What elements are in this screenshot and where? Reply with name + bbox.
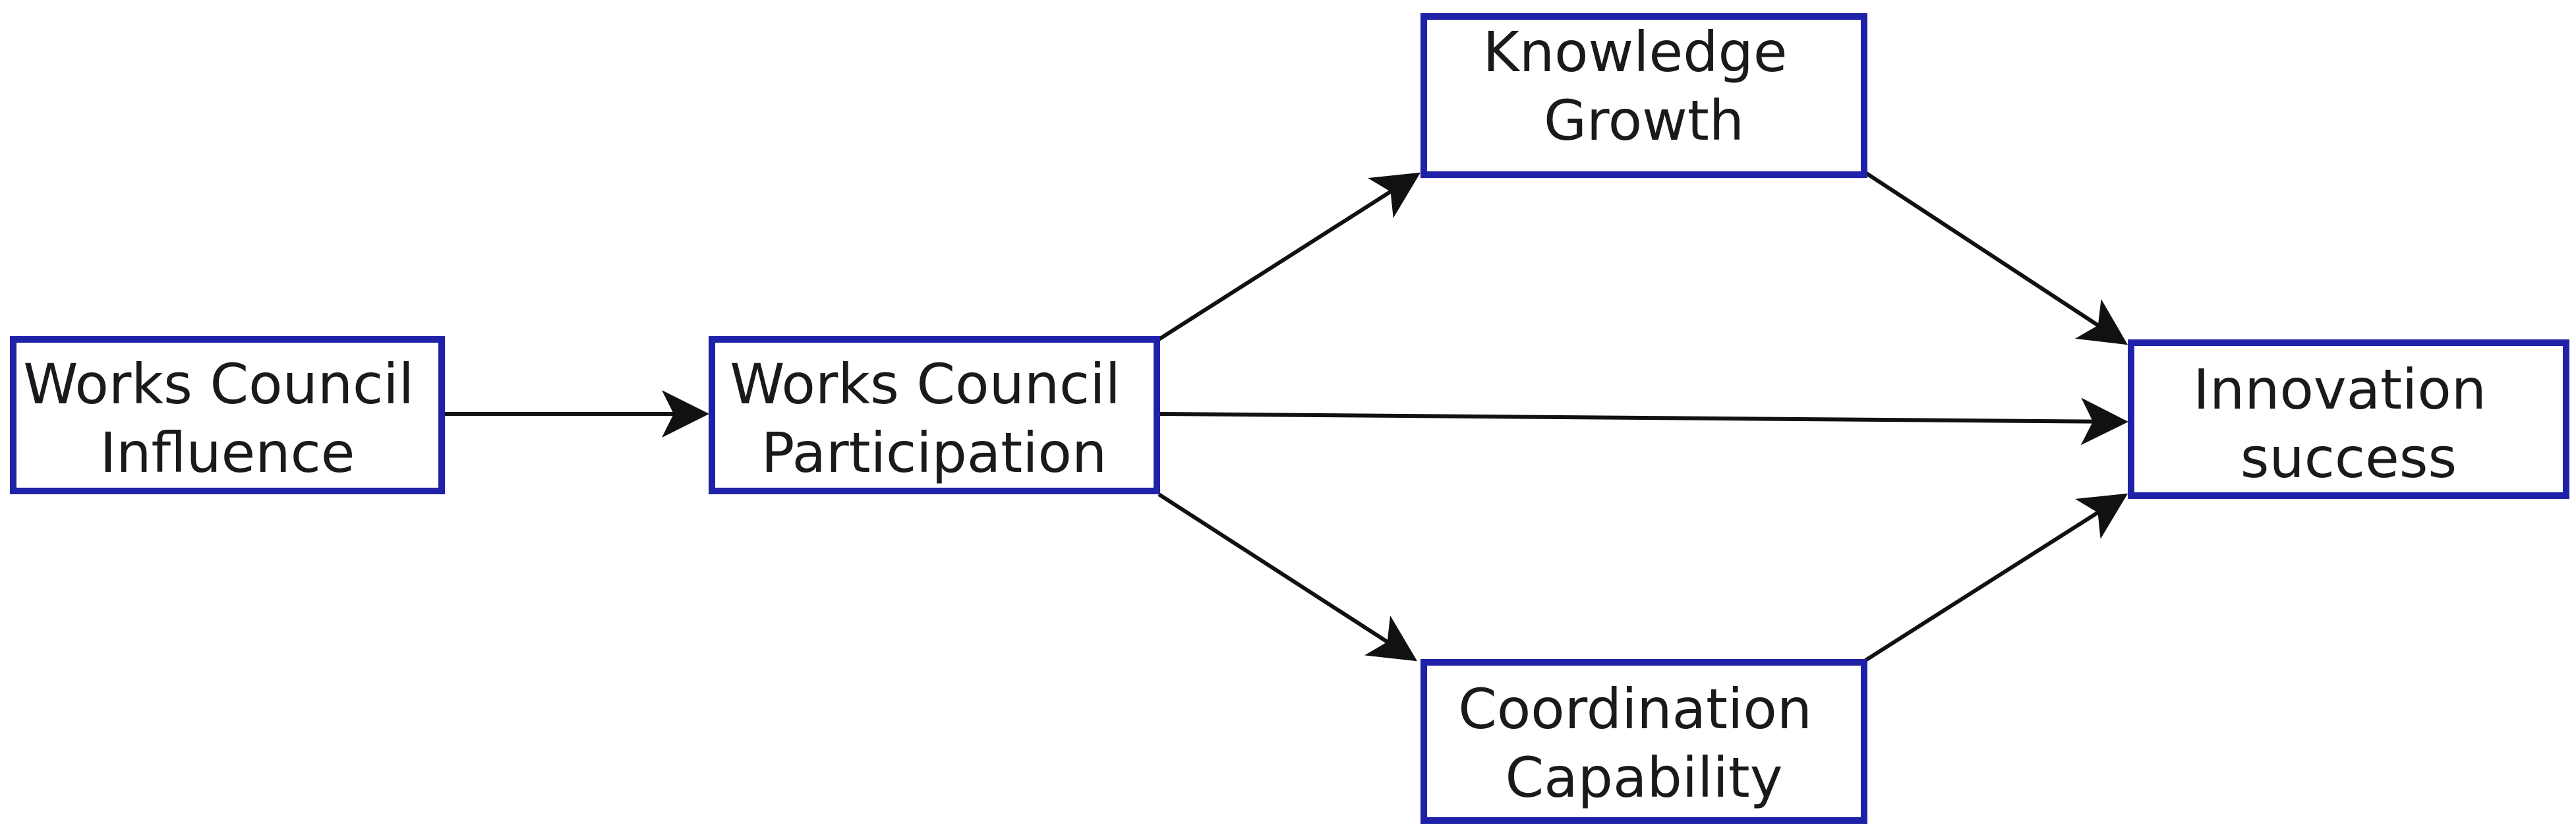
node-box (1420, 13, 1867, 178)
node-box (2128, 339, 2569, 499)
node-label-line2: Influence (100, 420, 355, 485)
node-box (1420, 659, 1867, 824)
node-innovation-success: Innovation success (2128, 339, 2569, 499)
node-label-line1: Works Council (23, 352, 414, 417)
arrow-coordination-capability-to-innovation-success (1864, 493, 2128, 662)
arrow-participation-to-innovation-success (1158, 397, 2128, 446)
node-box (10, 336, 445, 494)
node-label-line1: Knowledge (1483, 20, 1788, 84)
svg-text:Works Council Influence: Works Council Influence (23, 352, 431, 485)
node-works-council-influence: Works Council Influence (10, 336, 445, 494)
arrow-participation-to-knowledge-growth (1157, 172, 1421, 341)
node-works-council-participation: Works Council Participation (709, 336, 1160, 494)
node-knowledge-growth: Knowledge Growth (1420, 13, 1867, 178)
node-coordination-capability: Coordination Capability (1420, 659, 1867, 824)
node-label-line1: Coordination (1458, 677, 1812, 741)
node-label-line1: Innovation (2193, 357, 2486, 422)
node-label-line2: Capability (1506, 745, 1783, 810)
node-label-line2: success (2240, 426, 2457, 490)
arrow-participation-to-coordination-capability (1157, 492, 1418, 662)
node-label-line2: Participation (761, 420, 1107, 485)
svg-text:Knowledge Growth: Knowledge Growth (1483, 20, 1805, 153)
edges (445, 171, 2128, 662)
arrow-knowledge-growth-to-innovation-success (1864, 171, 2128, 345)
node-box (709, 336, 1160, 494)
svg-text:Innovation success: Innovation success (2193, 357, 2503, 490)
node-label-line1: Works Council (730, 352, 1121, 417)
svg-text:Coordination Capability: Coordination Capability (1458, 677, 1829, 810)
node-label-line2: Growth (1544, 88, 1744, 153)
svg-text:Works Council Participat: Works Council Participation (730, 352, 1138, 485)
